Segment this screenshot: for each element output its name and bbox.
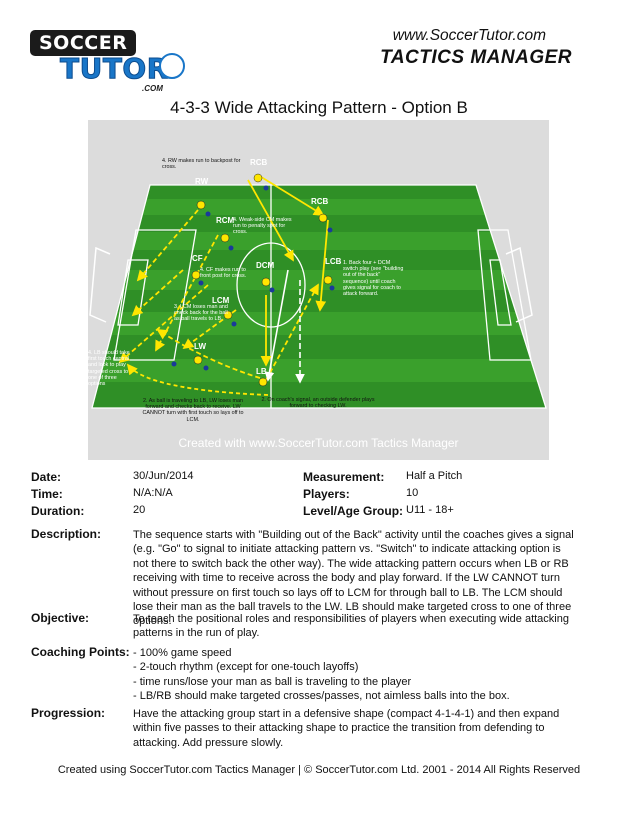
session-title: 4-3-3 Wide Attacking Pattern - Option B	[170, 98, 468, 117]
page-footer: Created using SoccerTutor.com Tactics Ma…	[57, 764, 581, 776]
players-label: Players:	[303, 487, 350, 501]
level-value: U11 - 18+	[406, 504, 454, 516]
time-label: Time:	[31, 487, 63, 501]
coaching-point: - 2-touch rhythm (except for one-touch l…	[133, 661, 359, 674]
coaching-points-label: Coaching Points:	[31, 645, 130, 659]
app-name: TACTICS MANAGER	[380, 47, 572, 68]
coaching-point: - 100% game speed	[133, 647, 232, 659]
label-rcb-top: RCB	[250, 158, 268, 167]
note-lw-lose: 2. As ball is traveling to LB, LW loses …	[142, 398, 244, 423]
label-cf: CF	[192, 254, 203, 263]
note-coach-signal: 2. On coach's signal, an outside defende…	[261, 397, 375, 410]
logo-text-soccer: SOCCER	[30, 30, 137, 56]
soccer-ball-icon	[159, 53, 185, 79]
progression-text: Have the attacking group start in a defe…	[133, 708, 560, 749]
pitch-diagram: RCB RCB RCM CF DCM LCB LCM LW LB RW 4. R…	[88, 120, 549, 460]
diagram-watermark: Created with www.SoccerTutor.com Tactics…	[178, 436, 459, 450]
label-lcm: LCM	[212, 296, 230, 305]
note-back-four: 1. Back four + DCM switch play (see "bui…	[343, 260, 404, 298]
site-url: www.SoccerTutor.com	[392, 27, 546, 44]
measurement-label: Measurement:	[303, 470, 385, 484]
coaching-point: - LB/RB should make targeted crosses/pas…	[133, 690, 510, 703]
note-lb-cross: 4. LB should take first touch central an…	[88, 350, 130, 388]
label-rcb: RCB	[311, 197, 329, 206]
level-label: Level/Age Group:	[303, 504, 404, 518]
label-dcm: DCM	[256, 261, 275, 270]
players-value: 10	[406, 487, 419, 499]
players	[171, 173, 335, 387]
description-label: Description:	[31, 527, 102, 541]
date-value: 30/Jun/2014	[133, 470, 194, 482]
progression-label: Progression:	[31, 706, 106, 720]
duration-label: Duration:	[31, 504, 85, 518]
note-weak-cm: 4. Weak-side CM makes run to penalty spo…	[233, 217, 292, 236]
note-lcm: 3. LCM loses man and check back for the …	[174, 304, 228, 323]
logo-text-tutor: TUTOR	[60, 52, 169, 86]
pitch-svg: RCB RCB RCM CF DCM LCB LCM LW LB RW 4. R…	[88, 158, 547, 423]
time-value: N/A:N/A	[133, 487, 173, 499]
coaching-points: - 100% game speed - 2-touch rhythm (exce…	[133, 646, 577, 704]
label-lb: LB	[256, 367, 267, 376]
duration-value: 20	[133, 504, 146, 516]
objective-label: Objective:	[31, 611, 90, 625]
note-cf-run: 4. CF makes run to front post for cross.	[200, 267, 247, 280]
label-rcm: RCM	[216, 216, 235, 225]
description-text: The sequence starts with "Building out o…	[133, 529, 574, 628]
objective-text: To teach the positional roles and respon…	[133, 613, 569, 640]
label-lcb: LCB	[325, 257, 342, 266]
note-rw-run: 4. RW makes run to backpost for cross.	[162, 158, 241, 171]
measurement-value: Half a Pitch	[406, 470, 463, 482]
soccertutor-logo: SOCCER TUTOR .COM	[30, 26, 185, 94]
coaching-point: - time runs/lose your man as ball is tra…	[133, 675, 412, 688]
date-label: Date:	[31, 470, 62, 484]
label-rw: RW	[195, 177, 209, 186]
logo-text-com: .COM	[142, 84, 163, 93]
label-lw: LW	[194, 342, 206, 351]
